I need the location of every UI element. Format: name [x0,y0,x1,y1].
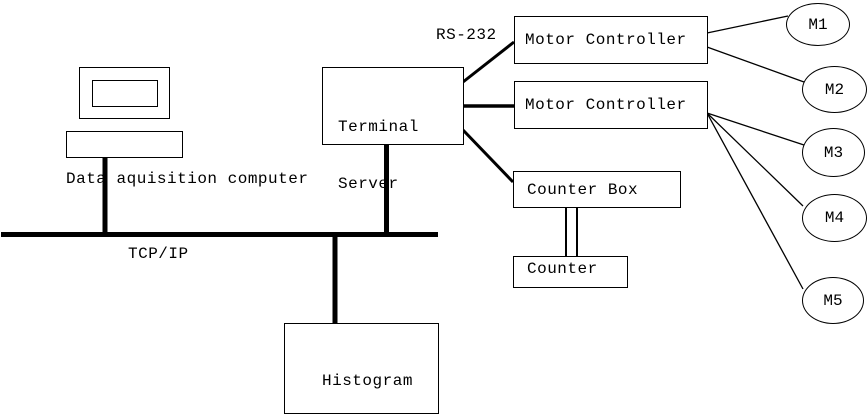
terminal-server-box: Terminal Server [322,67,464,193]
keyboard-icon [66,131,183,158]
counter-label: Counter [527,260,598,278]
histogram-memory-box: Histogram Memory [284,323,439,414]
motor-m5-label: M5 [823,291,843,310]
motor-m1-label: M1 [808,15,828,34]
motor-controller-1-box: Motor Controller [514,16,708,64]
motor-controller-2-label: Motor Controller [525,96,687,114]
motor-m5-node: M5 [802,277,864,324]
motor-m4-label: M4 [824,209,845,227]
counter-node-box: Counter [513,256,628,288]
terminal-server-label-line2: Server [338,175,399,193]
terminal-to-motor-controller-1-line [462,40,515,84]
motor-controller-1-to-m2-line [706,46,805,83]
motor-controller-1-to-m1-line [706,15,789,34]
rs232-label: RS-232 [436,26,497,44]
counter-box-label: Counter Box [527,180,639,199]
tcp-ip-label: TCP/IP [128,245,189,263]
motor-m2-label: M2 [824,80,845,99]
motor-controller-2-to-m3-line [706,112,805,146]
motor-controller-2-to-m5-line [706,112,804,290]
motor-m3-label: M3 [823,143,844,162]
monitor-screen-icon [92,80,158,107]
motor-m1-node: M1 [786,3,850,46]
terminal-server-label-line1: Terminal [338,118,419,136]
data-acquisition-computer-label: Data aquisition computer [66,170,309,188]
motor-m2-node: M2 [802,66,867,113]
motor-controller-1-label: Motor Controller [525,31,687,49]
terminal-to-counter-box-line [461,128,515,184]
histogram-memory-label-line1: Histogram [322,372,413,390]
motor-controller-2-to-m4-line [706,112,804,207]
motor-controller-2-box: Motor Controller [514,81,708,129]
motor-m3-node: M3 [802,128,865,177]
counter-box-box: Counter Box [513,171,681,208]
motor-m4-node: M4 [802,194,867,242]
